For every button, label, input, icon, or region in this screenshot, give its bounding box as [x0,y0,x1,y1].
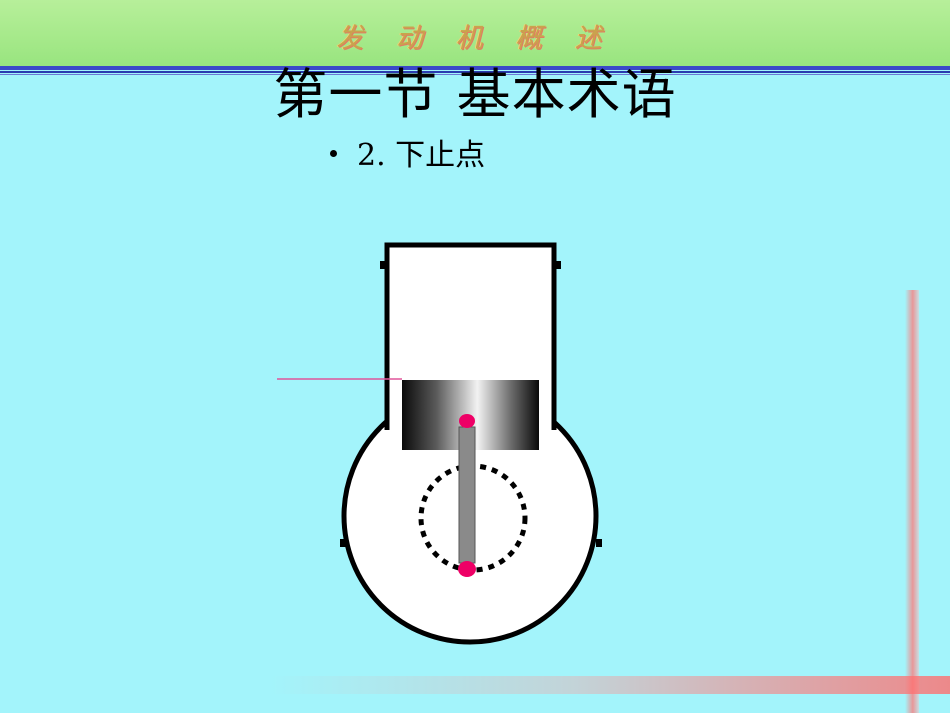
divider-line [0,66,950,70]
connecting-rod [458,426,476,564]
header-banner: 发 动 机 概 述 [0,0,950,66]
decorative-glow [905,290,919,713]
divider-line [0,74,950,75]
crankcase-tick-right [596,539,602,547]
bullet-item: 2. 下止点 [330,130,485,174]
cylinder-tick-left [380,261,386,269]
crankcase-tick-left [340,539,346,547]
cylinder-wall [384,242,557,430]
crank-pin [458,561,476,577]
slide-heading: 第一节 基本术语 [273,63,677,126]
decorative-glow [270,676,950,694]
cylinder-tick-right [555,261,561,269]
banner-title: 发 动 机 概 述 [336,23,614,54]
divider-line [0,71,950,73]
bullet-text: 2. 下止点 [357,138,486,173]
bullet-dot-icon [330,149,337,157]
piston-pin [459,414,475,428]
